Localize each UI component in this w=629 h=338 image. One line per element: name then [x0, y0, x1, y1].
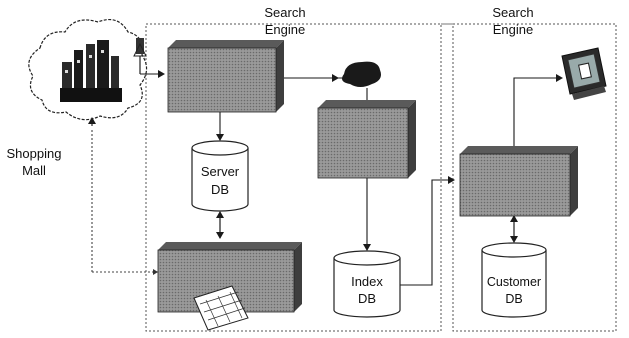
laptop-computer-icon: [193, 285, 249, 331]
data-blob-icon: [342, 61, 381, 87]
desktop-monitor-icon: [561, 47, 607, 100]
search-engine-title-left-1: Search: [264, 5, 305, 20]
search-engine-title-right-1: Search: [492, 5, 533, 20]
shopping-mall-label-2: Mall: [22, 163, 46, 178]
index-db-label-2: DB: [358, 291, 376, 306]
satellite-dish-icon: [133, 38, 147, 74]
shopping-mall-label-1: Shopping: [7, 146, 62, 161]
customer-db-label-1: Customer: [487, 275, 541, 289]
index-db-cylinder: [333, 250, 401, 318]
server-db-label-1: Server: [201, 164, 240, 179]
search-agent-box: [459, 146, 578, 217]
customer-db-cylinder: [481, 242, 547, 318]
indexer-box: [317, 100, 416, 179]
server-db-label-2: DB: [211, 182, 229, 197]
search-engine-panel-left: [145, 23, 442, 332]
index-db-label-1: Index: [351, 274, 383, 289]
search-engine-title-left-2: Engine: [265, 22, 305, 37]
factory-building-icon: [60, 40, 122, 102]
customer-db-label-2: DB: [505, 292, 522, 306]
server-db-cylinder: [191, 140, 249, 212]
crawler-box: [167, 40, 284, 113]
search-engine-title-right-2: Engine: [493, 22, 533, 37]
search-engine-panel-right: [452, 23, 617, 332]
